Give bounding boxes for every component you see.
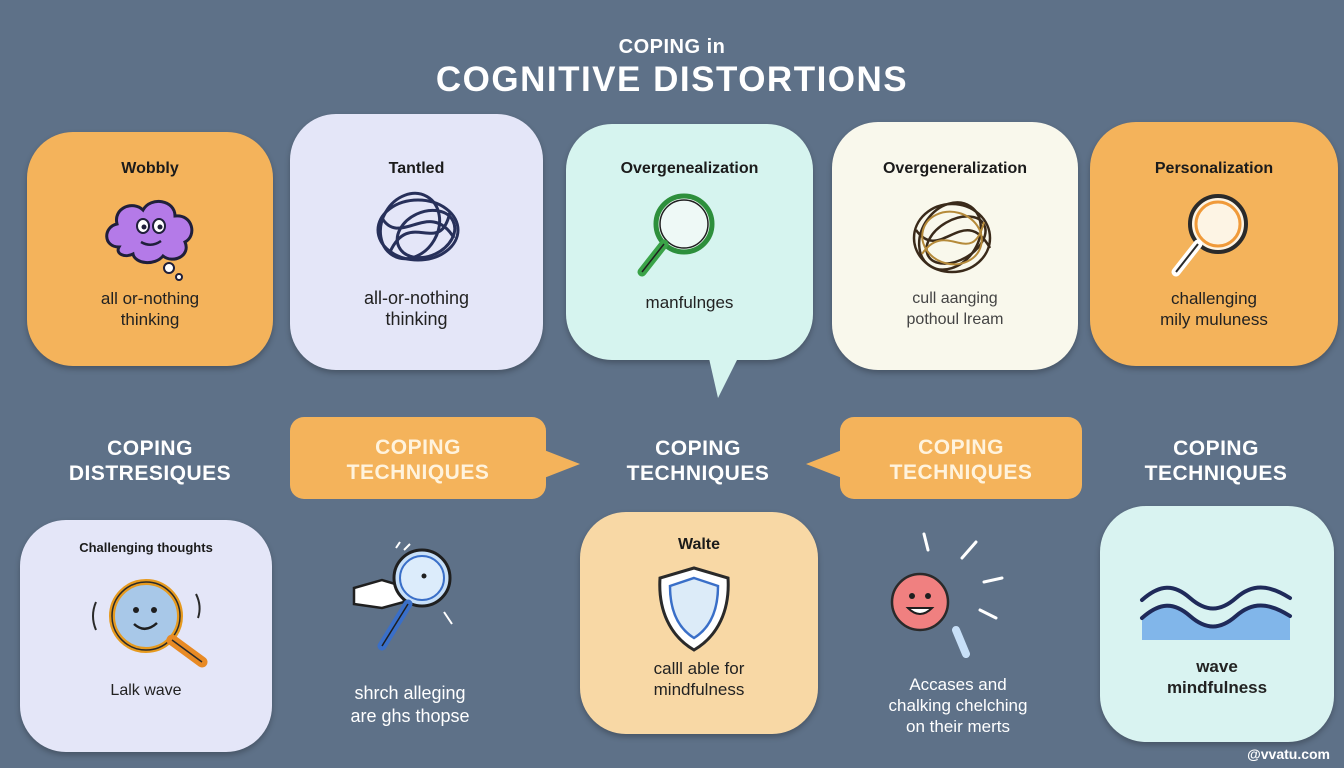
heading-line: DISTRESIQUES: [68, 462, 232, 485]
banner-arrow-right: [544, 450, 580, 478]
card-personalization: Personalization challenging mily mulunes…: [1090, 122, 1338, 366]
coping-heading: COPING TECHNIQUES: [588, 436, 808, 486]
card-text: cull aanging: [912, 290, 998, 307]
text-line: on their merts: [906, 717, 1010, 736]
card-overgenealization: Overgenealization manfulnges: [566, 124, 813, 360]
coping-heading: COPING DISTRESIQUES: [40, 436, 260, 486]
text-line: are ghs thopse: [350, 706, 470, 726]
card-label: Overgeneralization: [882, 160, 1028, 177]
coping-heading: COPING TECHNIQUES: [290, 435, 546, 485]
card-walte: Walte calll able for mindfulness: [580, 512, 818, 734]
card-text: mindfulness: [653, 680, 745, 699]
card-label: Tantled: [388, 160, 445, 177]
coping-heading: COPING TECHNIQUES: [840, 435, 1082, 485]
heading-line: TECHNIQUES: [626, 462, 770, 485]
card-overgeneralization: Overgeneralization cull aanging pothoul …: [832, 122, 1078, 370]
card-text: calll able for: [653, 659, 745, 678]
card-label: Personalization: [1154, 160, 1274, 177]
card-text: challenging: [1170, 289, 1257, 308]
heading-line: COPING: [918, 436, 1004, 459]
watermark: @vvatu.com: [1247, 746, 1330, 762]
hand-magnifier-icon: [352, 541, 453, 651]
card-text: thinking: [120, 310, 180, 329]
coping-text: shrch alleging are ghs thopse: [310, 682, 510, 728]
text-line: shrch alleging: [354, 683, 466, 703]
card-tantled: Tantled all-or-nothing thinking: [290, 114, 543, 370]
card-text: wave: [1196, 657, 1238, 676]
tangled-scribble-icon: [376, 191, 460, 262]
coping-banner-right: COPING TECHNIQUES: [840, 417, 1082, 499]
speech-bubble-tail: [708, 354, 740, 398]
tangled-scribble-icon: [912, 201, 992, 274]
card-text: pothoul lream: [906, 311, 1004, 328]
title-small: COPING in: [618, 36, 726, 58]
card-text: all or-nothing: [100, 289, 200, 308]
heading-line: COPING: [1173, 437, 1259, 460]
heading-line: COPING: [107, 437, 193, 460]
card-label: Wobbly: [121, 160, 179, 177]
happy-face-sun-icon: [890, 532, 1004, 658]
card-text: Lalk wave: [110, 682, 182, 699]
shield-icon: [658, 566, 730, 652]
heading-line: COPING: [375, 436, 461, 459]
card-label: Walte: [677, 536, 721, 553]
card-text: manfulnges: [645, 293, 734, 312]
heading-line: TECHNIQUES: [889, 461, 1033, 484]
card-challenging-thoughts: Challenging thoughts Lalk wave: [20, 520, 272, 752]
coping-heading: COPING TECHNIQUES: [1106, 436, 1326, 486]
text-line: Accases and: [909, 675, 1007, 694]
page-title: COGNITIVE DISTORTIONS: [435, 60, 909, 99]
card-wave-mindfulness: wave mindfulness: [1100, 506, 1334, 742]
card-text: mindfulness: [1166, 678, 1268, 697]
text-line: chalking chelching: [888, 696, 1028, 715]
magnifying-glass-icon: [637, 193, 715, 277]
card-label: Overgenealization: [620, 160, 759, 177]
card-text: all-or-nothing: [363, 288, 470, 308]
heading-line: TECHNIQUES: [346, 461, 490, 484]
heading-line: TECHNIQUES: [1144, 462, 1288, 485]
banner-arrow-left: [806, 450, 842, 478]
card-text: thinking: [385, 309, 448, 329]
card-label: Challenging thoughts: [79, 540, 213, 555]
card-wobbly: Wobbly all or-nothing thinking: [27, 132, 273, 366]
wave-icon: [1140, 585, 1292, 640]
card-text: mily muluness: [1160, 310, 1268, 329]
coping-banner-left: COPING TECHNIQUES: [290, 417, 546, 499]
coping-text: Accases and chalking chelching on their …: [858, 674, 1058, 737]
smiling-magnifier-icon: [92, 579, 208, 668]
heading-line: COPING: [655, 437, 741, 460]
thought-cloud-face-icon: [105, 200, 194, 281]
magnifying-glass-icon: [1171, 194, 1248, 277]
